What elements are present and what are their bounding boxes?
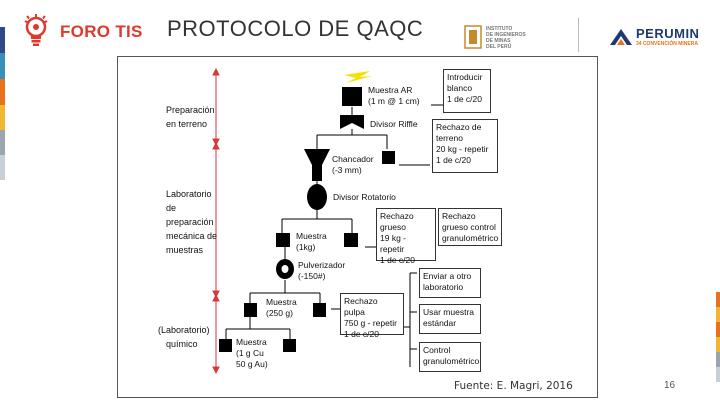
institute-line-4: DEL PERÚ [486, 44, 512, 50]
sample-ar-label: Muestra AR (1 m @ 1 cm) [368, 85, 420, 106]
left-color-stripe-2 [0, 53, 5, 79]
stage-chem-label: (Laboratorio) químico [158, 325, 210, 349]
final-reject-square [283, 339, 296, 352]
institute-line-3: DE MINAS [486, 38, 511, 44]
perumin-mountain-logo [610, 29, 632, 45]
right-color-stripe-3 [716, 322, 720, 337]
sample-1kg-label: Muestra (1kg) [296, 231, 327, 252]
coarse-reject-box: Rechazo grueso 19 kg - repetir 1 de c/20 [376, 208, 436, 265]
sample-final-label: Muestra (1 g Cu 50 g Au) [236, 337, 268, 369]
rotary-reject-square [344, 233, 358, 247]
institute-line-2: DE INGENIEROS [486, 32, 526, 38]
qaqc-diagram: Preparación en terreno Laboratorio de pr… [117, 56, 598, 398]
blank-box: Introducir blanco 1 de c/20 [443, 69, 491, 113]
stage-lab-label: Laboratorio de preparación mecánica de m… [166, 189, 218, 255]
sample-final-square [219, 339, 232, 352]
pulverizer-label: Pulverizador (-150#) [298, 260, 346, 281]
sample-250g-label: Muestra (250 g) [266, 297, 297, 318]
coarse-control-box: Rechazo grueso control granulométrico [438, 208, 502, 246]
right-color-stripe-2 [716, 307, 720, 322]
header-divider [578, 18, 579, 52]
right-color-stripe-6 [716, 367, 720, 382]
lightbulb-gear-icon [24, 14, 48, 46]
left-color-stripe-6 [0, 155, 5, 180]
sample-1kg-square [276, 233, 290, 247]
crusher-label: Chancador (-3 mm) [332, 154, 374, 175]
riffle-splitter-shape [340, 115, 364, 129]
rotary-splitter-shape [307, 184, 327, 210]
institute-logo: INSTITUTO DE INGENIEROS DE MINAS DEL PER… [464, 22, 554, 52]
standard-box: Usar muestra estándar [419, 304, 481, 334]
brand-name: FORO TIS [60, 22, 143, 41]
page-number: 16 [664, 380, 676, 391]
other-lab-box: Enviar a otro laboratorio [419, 268, 481, 298]
right-color-stripe-5 [716, 352, 720, 367]
right-color-stripe-1 [716, 292, 720, 307]
pulp-reject-box: Rechazo pulpa 750 g - repetir 1 de c/20 [340, 293, 404, 339]
left-color-stripe-5 [0, 130, 5, 155]
left-color-stripe-1 [0, 27, 5, 53]
perumin-name: PERUMIN [636, 26, 700, 41]
perumin-sub: 34 CONVENCIÓN MINERA [636, 41, 698, 47]
highlight-marker [344, 71, 372, 83]
source-caption: Fuente: E. Magri, 2016 [454, 380, 573, 392]
rotary-label: Divisor Rotatorio [333, 192, 396, 202]
crusher-reject-square [382, 151, 395, 164]
crusher-shape [304, 149, 330, 181]
stage-field-label: Preparación en terreno [166, 105, 215, 129]
perumin-logo: PERUMIN 34 CONVENCIÓN MINERA [610, 24, 710, 54]
left-color-stripe-3 [0, 79, 5, 105]
field-reject-box: Rechazo de terreno 20 kg - repetir 1 de … [432, 119, 498, 173]
institute-seal-logo [464, 25, 482, 49]
page-title: PROTOCOLO DE QAQC [167, 16, 424, 41]
grain-control-box: Control granulométrico [419, 342, 481, 372]
left-color-stripe-4 [0, 105, 5, 130]
right-color-stripe-4 [716, 337, 720, 352]
riffle-label: Divisor Riffle [370, 119, 418, 129]
pulp-reject-square [313, 303, 326, 317]
sample-250g-square [244, 303, 257, 317]
sample-ar-square [342, 87, 362, 106]
institute-line-1: INSTITUTO [486, 26, 513, 32]
diagram-lines [212, 67, 443, 375]
foro-tis-logo: FORO TIS [22, 12, 162, 52]
